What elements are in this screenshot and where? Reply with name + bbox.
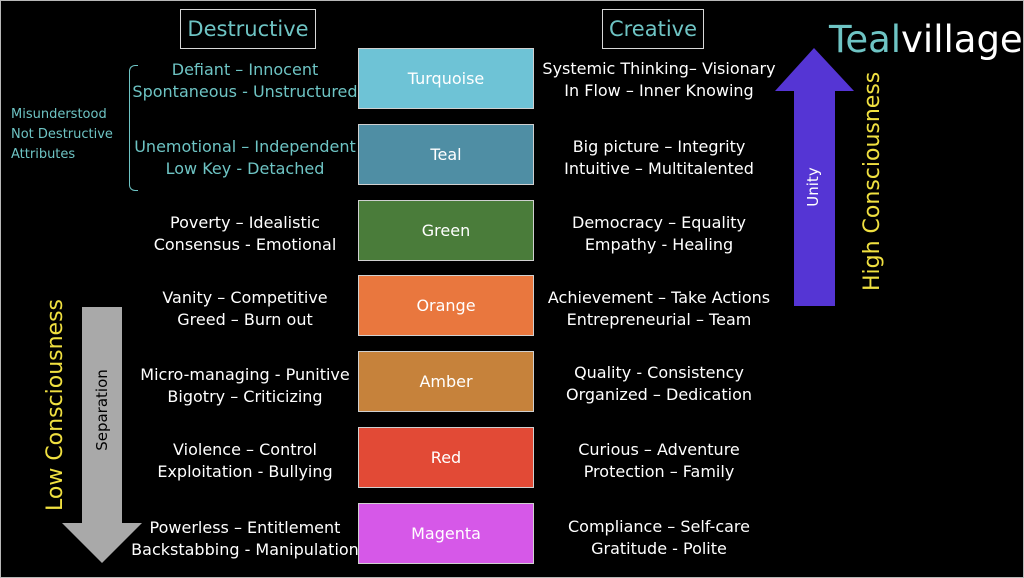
logo-teal: Teal: [829, 18, 902, 61]
attribute-line: Systemic Thinking– Visionary: [542, 59, 776, 78]
level-box-magenta: Magenta: [358, 503, 534, 564]
attribute-line: Unemotional – Independent: [134, 137, 356, 156]
attribute-line: Bigotry – Criticizing: [167, 387, 323, 406]
attribute-line: Gratitude - Polite: [591, 539, 727, 558]
level-label: Teal: [430, 145, 462, 164]
attribute-line: Protection – Family: [583, 462, 735, 481]
level-label: Green: [421, 221, 471, 240]
low-consciousness-label: Low Consciousness: [43, 298, 68, 511]
tealvillage-logo: Tealvillage: [829, 15, 1023, 65]
attribute-line: Spontaneous - Unstructured: [132, 82, 358, 101]
creative-attributes: Quality - Consistency Organized – Dedica…: [535, 362, 783, 406]
attribute-line: Greed – Burn out: [177, 310, 313, 329]
attribute-line: Powerless – Entitlement: [149, 518, 341, 537]
attribute-line: Organized – Dedication: [565, 385, 753, 404]
attribute-line: Intuitive – Multitalented: [564, 159, 754, 178]
destructive-attributes: Defiant – Innocent Spontaneous - Unstruc…: [120, 59, 370, 103]
attribute-line: Democracy – Equality: [572, 213, 746, 232]
level-box-red: Red: [358, 427, 534, 488]
level-box-teal: Teal: [358, 124, 534, 185]
separation-arrow-shape: [62, 307, 142, 563]
level-box-green: Green: [358, 200, 534, 261]
attribute-line: Big picture – Integrity: [572, 137, 746, 156]
level-box-orange: Orange: [358, 275, 534, 336]
level-label: Magenta: [411, 524, 481, 543]
destructive-attributes: Poverty – Idealistic Consensus - Emotion…: [120, 212, 370, 256]
attribute-line: Achievement – Take Actions: [547, 288, 771, 307]
misunderstood-note: Misunderstood Not Destructive Attributes: [11, 105, 131, 165]
attribute-line: Backstabbing - Manipulation: [131, 540, 359, 559]
creative-attributes: Systemic Thinking– Visionary In Flow – I…: [535, 58, 783, 102]
attribute-line: Exploitation - Bullying: [157, 462, 333, 481]
attribute-line: Low Key - Detached: [165, 159, 325, 178]
logo-village: village: [901, 18, 1023, 61]
attribute-line: In Flow – Inner Knowing: [564, 81, 754, 100]
attribute-line: Vanity – Competitive: [162, 288, 328, 307]
attribute-line: Micro-managing - Punitive: [140, 365, 350, 384]
high-consciousness-label: High Consciousness: [860, 71, 885, 291]
level-box-turquoise: Turquoise: [358, 48, 534, 109]
creative-attributes: Big picture – Integrity Intuitive – Mult…: [535, 136, 783, 180]
bracket: [129, 65, 138, 191]
separation-label: Separation: [93, 369, 111, 451]
attribute-line: Curious – Adventure: [578, 440, 740, 459]
creative-attributes: Curious – Adventure Protection – Family: [535, 439, 783, 483]
attribute-line: Defiant – Innocent: [171, 60, 319, 79]
attribute-line: Empathy - Healing: [584, 235, 734, 254]
attribute-line: Poverty – Idealistic: [170, 213, 320, 232]
destructive-header: Destructive: [180, 9, 316, 49]
level-label: Amber: [419, 372, 473, 391]
misunderstood-line: Not Destructive: [11, 127, 113, 142]
unity-label: Unity: [804, 167, 822, 207]
destructive-attributes: Micro-managing - Punitive Bigotry – Crit…: [120, 364, 370, 408]
unity-arrow-shape: [775, 48, 854, 306]
attribute-line: Compliance – Self-care: [568, 517, 750, 536]
creative-attributes: Compliance – Self-care Gratitude - Polit…: [535, 516, 783, 560]
creative-attributes: Democracy – Equality Empathy - Healing: [535, 212, 783, 256]
level-label: Red: [430, 448, 462, 467]
attribute-line: Violence – Control: [173, 440, 317, 459]
level-label: Orange: [416, 296, 476, 315]
misunderstood-line: Attributes: [11, 147, 76, 162]
attribute-line: Consensus - Emotional: [153, 235, 337, 254]
creative-header: Creative: [602, 9, 704, 49]
destructive-attributes: Violence – Control Exploitation - Bullyi…: [120, 439, 370, 483]
level-box-amber: Amber: [358, 351, 534, 412]
destructive-attributes: Powerless – Entitlement Backstabbing - M…: [120, 517, 370, 561]
level-label: Turquoise: [407, 69, 485, 88]
creative-attributes: Achievement – Take Actions Entrepreneuri…: [535, 287, 783, 331]
destructive-attributes: Vanity – Competitive Greed – Burn out: [120, 287, 370, 331]
destructive-attributes: Unemotional – Independent Low Key - Deta…: [120, 136, 370, 180]
attribute-line: Quality - Consistency: [574, 363, 744, 382]
attribute-line: Entrepreneurial – Team: [566, 310, 752, 329]
misunderstood-line: Misunderstood: [11, 107, 107, 122]
